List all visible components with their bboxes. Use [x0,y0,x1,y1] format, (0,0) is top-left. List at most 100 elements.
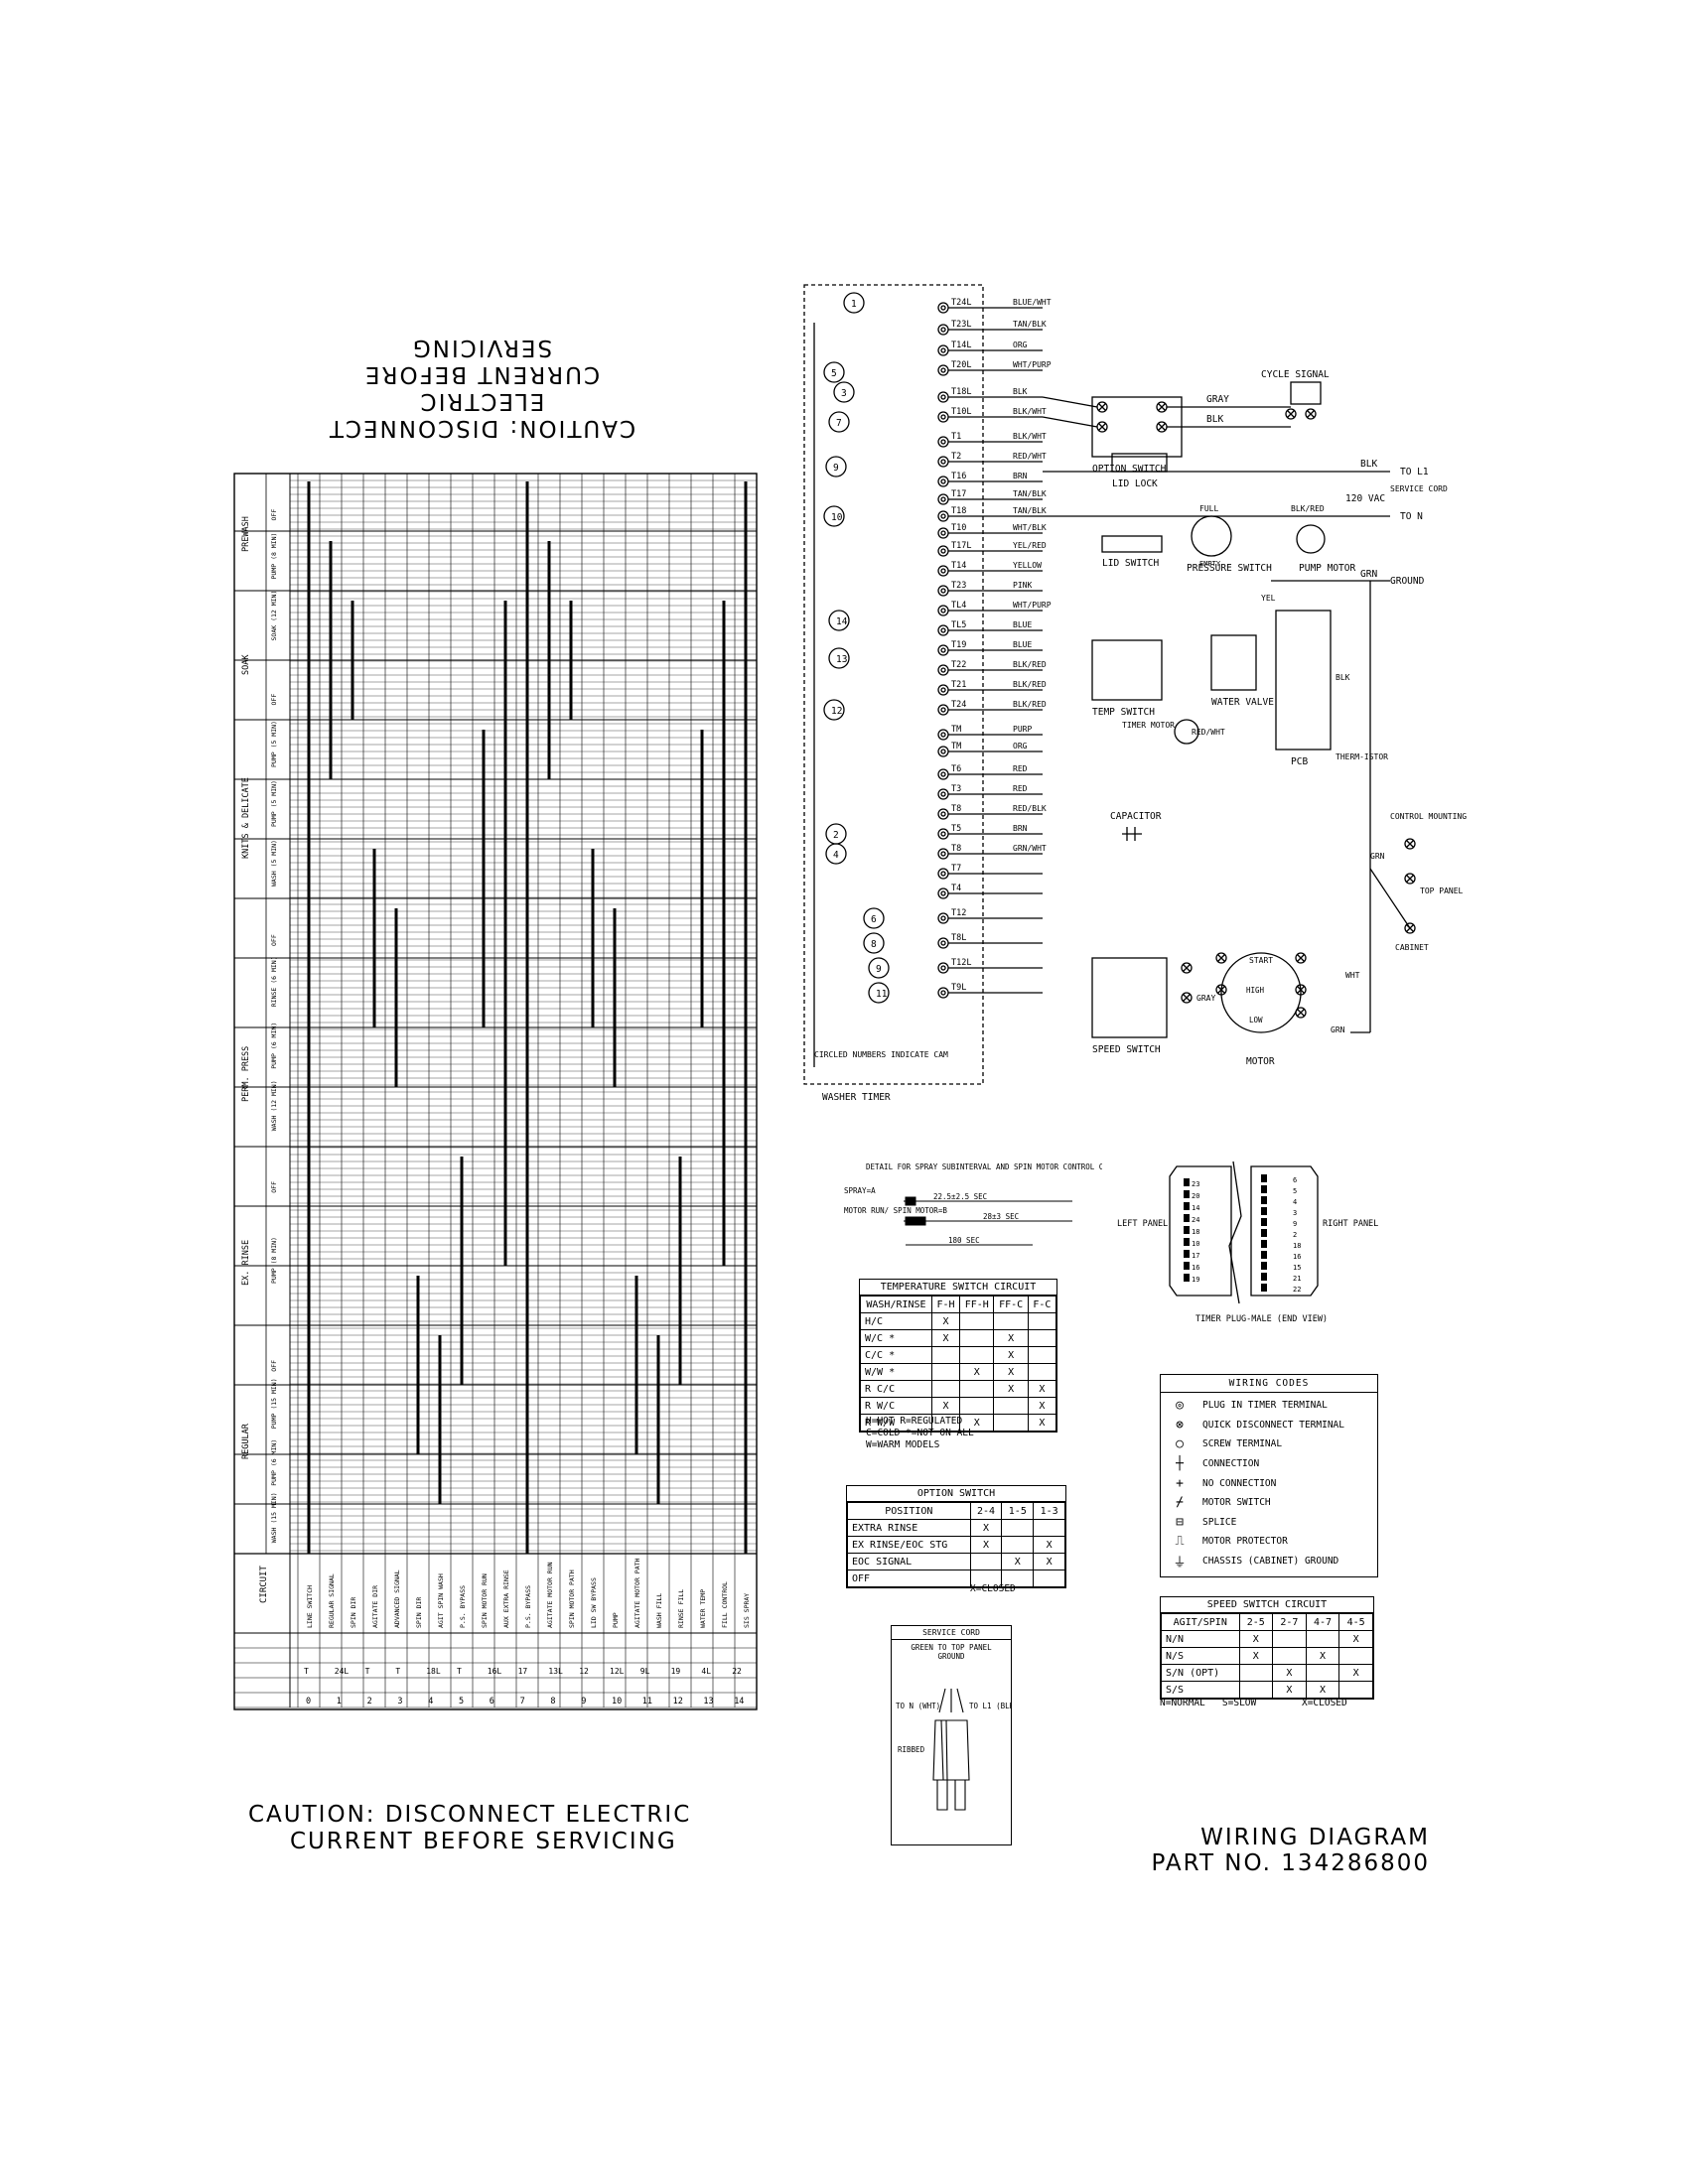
terminal-dot [940,478,946,484]
cam-terminal: 13L [548,1667,563,1676]
motor [1220,952,1302,1033]
cam-number: 10 [612,1697,622,1706]
cycle-step-label: SOAK (12 MIN) [270,591,278,641]
circuit-label: ADVANCED SIGNAL [393,1570,401,1628]
table-cell: EX RINSE/EOC STG [847,1536,971,1554]
pump-motor [1296,524,1326,554]
cam-icon [825,456,847,478]
cam-number: 4 [428,1697,433,1706]
terminal-label: TM [951,725,961,735]
motor-label: MOTOR [1246,1056,1275,1067]
table-header-cell: 2-5 [1238,1613,1274,1631]
wire-color-label: TAN/BLK [1013,489,1047,498]
plug-pin [1261,1229,1267,1237]
terminal-dot [940,588,946,594]
wire-color-label: BRN [1013,824,1028,833]
water-valve-label: WATER VALVE [1211,697,1274,708]
table-cell [1027,1329,1057,1347]
spray-t1: 22.5±2.5 SEC [933,1192,987,1201]
cam-terminal: 19 [671,1667,681,1676]
table-cell: W/W * [860,1363,932,1381]
terminal-label: T10 [951,523,966,533]
terminal-dot [940,791,946,797]
table-header-cell: 4-7 [1305,1613,1340,1631]
table-cell: R W/W [860,1414,932,1432]
plug-in-terminal-icon [937,344,949,356]
option-switch-note: X=CLOSED [970,1583,1016,1594]
terminal-label: T12L [951,958,971,968]
table-cell [1027,1363,1057,1381]
cycle-step-label: PUMP (5 MIN) [270,780,278,827]
lid-lock [1111,453,1168,473]
pcb-label: PCB [1291,756,1308,767]
circled-note: CIRCLED NUMBERS INDICATE CAM [814,1050,948,1059]
circuit-label: REGULAR SIGNAL [328,1573,336,1628]
plug-in-terminal-icon [937,704,949,716]
qd-mark [1406,875,1414,883]
plug-pin-number: 5 [1293,1187,1297,1195]
temperature-switch-caption: TEMPERATURE SWITCH CIRCUIT [860,1280,1056,1296]
terminal-dot [940,890,946,896]
cam-terminal: 17 [518,1667,528,1676]
table-cell [959,1346,995,1364]
terminal-label: T6 [951,764,961,774]
plug-pin-number: 22 [1293,1286,1301,1294]
table-cell: W/C * [860,1329,932,1347]
quick-disconnect-icon [1215,984,1227,996]
pressure-switch [1191,515,1232,557]
cam-number: 7 [836,418,842,429]
wire-label: GRN [1331,1025,1345,1034]
cycle-section-label: EX. RINSE [241,1240,251,1286]
diagram-title: WIRING DIAGRAM [1200,1825,1430,1850]
start-label: START [1249,956,1273,965]
terminal-label: T18L [951,387,971,397]
washer-timer-label: WASHER TIMER [822,1092,891,1103]
cam-number: 7 [520,1697,525,1706]
table-cell [993,1414,1029,1432]
cam-number: 0 [306,1697,311,1706]
cycle-section-label: KNITS & DELICATE [241,777,251,859]
motor-switch-icon: ⌿ [1176,1495,1184,1511]
cam-icon [868,957,890,979]
table-cell: X [1001,1553,1035,1570]
cam-icon [863,907,885,929]
plug-pin [1261,1218,1267,1226]
circuit-label: WATER TEMP [699,1589,707,1628]
terminal-dot [940,871,946,877]
cam-number: 6 [871,914,877,925]
terminal-dot [940,647,946,653]
full-label: FULL [1199,504,1218,513]
legend-text: MOTOR PROTECTOR [1202,1536,1288,1548]
terminal-dot [940,367,946,373]
legend-row: ⊟SPLICE [1161,1513,1377,1533]
table-cell [959,1397,995,1415]
wire-color-label: RED/WHT [1013,452,1047,461]
wire-color-label: WHT/PURP [1013,601,1052,610]
plug-left-label: LEFT PANEL [1117,1219,1168,1229]
qd-mark [1098,403,1106,411]
cam-number: 1 [337,1697,342,1706]
table-cell: X [930,1397,961,1415]
capacitor-label: CAPACITOR [1110,811,1162,822]
service-cord-detail: SERVICE CORD GREEN TO TOP PANEL GROUND T… [891,1625,1019,1845]
ground-wire [1369,868,1411,929]
wire-label: BLK [1336,673,1350,682]
cam-terminal: 4L [701,1667,711,1676]
table-cell: X [1272,1681,1307,1699]
cam-icon [863,932,885,954]
plug-in-terminal-icon [937,962,949,974]
plug-in-terminal-icon [937,411,949,423]
terminal-label: T22 [951,660,966,670]
cam-terminal: 22 [732,1667,742,1676]
terminal-dot [940,459,946,465]
terminal-label: T14L [951,341,971,350]
cam-number: 11 [642,1697,652,1706]
